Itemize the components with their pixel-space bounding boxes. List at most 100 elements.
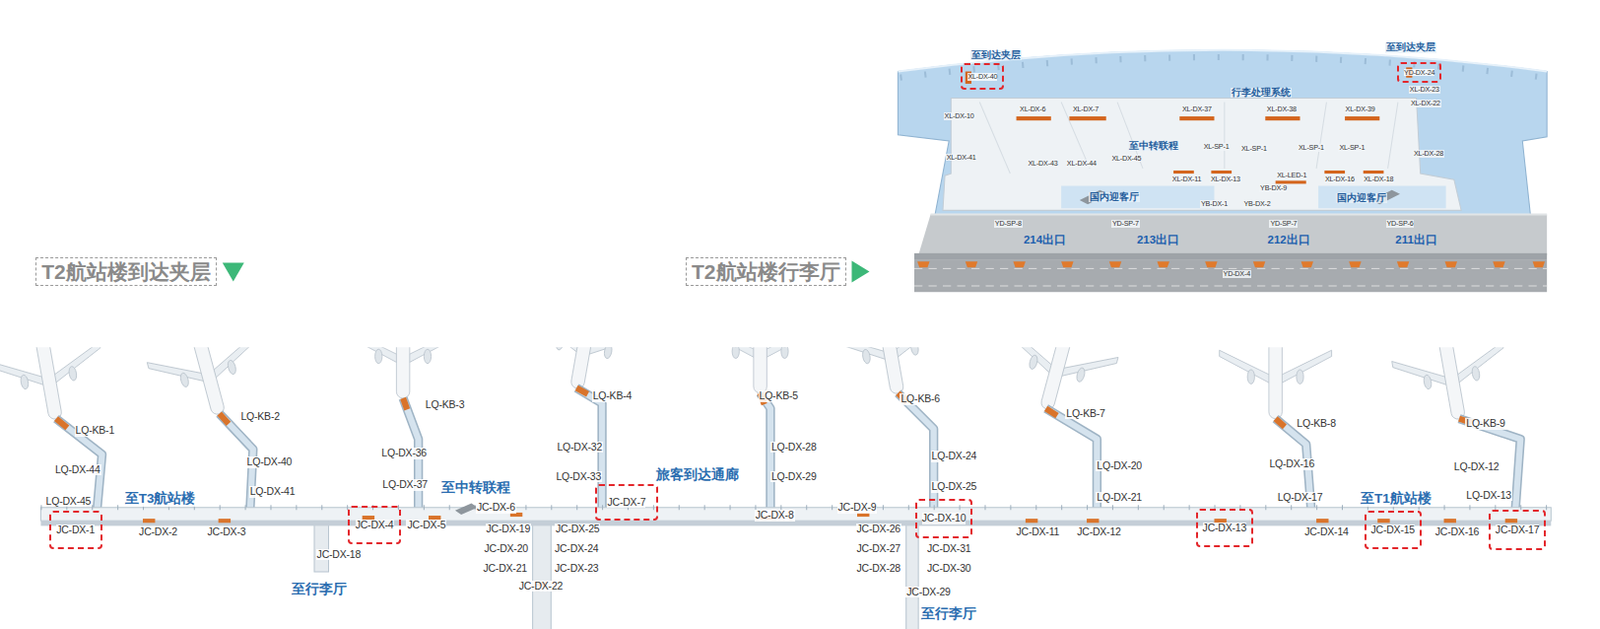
device-code: LQ-DX-33 [554, 470, 602, 483]
arrival-hall [1318, 186, 1446, 209]
device-code: XL-DX-11 [1171, 175, 1202, 184]
device-code: LQ-DX-44 [54, 464, 102, 476]
device-code: JC-DX-16 [1434, 526, 1481, 538]
corridor-posts [40, 504, 1551, 510]
device-code: JC-DX-12 [1075, 526, 1123, 538]
corridor-branch [533, 518, 552, 629]
device-code: JC-DX-13 [1202, 522, 1248, 534]
area-label: 国内迎客厅 [1088, 192, 1140, 202]
curb-edge [931, 212, 1548, 215]
area-label: 至T3航站楼 [123, 491, 199, 507]
device-code: JC-DX-6 [475, 501, 517, 514]
road-lines [914, 267, 1547, 286]
exit-label: 213出口 [1136, 233, 1180, 247]
road-markers [917, 261, 1545, 267]
device-code: JC-DX-7 [606, 496, 646, 509]
device-code: LQ-DX-45 [45, 495, 93, 508]
device-code: JC-DX-20 [482, 542, 530, 555]
arrival-hall [1061, 186, 1214, 209]
device-code: JC-DX-3 [205, 526, 247, 538]
highlight-box: JC-DX-17 [1488, 509, 1547, 550]
device-code: JC-DX-21 [481, 562, 529, 575]
area-label: 至到达夹层 [970, 50, 1022, 61]
exit-label: 214出口 [1023, 233, 1067, 247]
terminal-roof [897, 50, 1547, 217]
device-code: XL-DX-40 [967, 72, 998, 81]
device-code: XL-DX-10 [943, 112, 976, 121]
device-code: JC-DX-19 [485, 523, 533, 535]
device-code: YD-SP-7 [1111, 219, 1140, 228]
device-code: XL-DX-16 [1324, 175, 1356, 184]
pointer-triangle [852, 261, 870, 283]
device-code: JC-DX-29 [905, 586, 952, 599]
jet-bridges [56, 388, 1521, 511]
highlight-box: JC-DX-4 [347, 505, 401, 544]
device-code: JC-DX-5 [405, 519, 447, 532]
device-code: LQ-DX-40 [246, 456, 294, 468]
floor-title-box: T2航站楼行李厅 [685, 257, 847, 286]
device-code: YB-DX-2 [1243, 200, 1272, 208]
device-code: LQ-KB-1 [74, 424, 116, 437]
device-code: JC-DX-14 [1303, 526, 1350, 538]
device-code: XL-SP-1 [1297, 143, 1326, 152]
curb-face [914, 253, 1547, 260]
corridor-branch [314, 518, 330, 572]
device-code: JC-DX-28 [856, 562, 903, 575]
device-code: LQ-DX-16 [1267, 458, 1316, 470]
device-code: LQ-DX-37 [381, 478, 429, 491]
area-label: 至行李厅 [289, 582, 349, 598]
device-code: XL-DX-23 [1408, 85, 1441, 94]
arrival-corridor [40, 503, 1551, 629]
device-code: JC-DX-24 [553, 542, 600, 555]
floor-lines [979, 102, 1399, 175]
device-code: YD-SP-6 [1386, 219, 1415, 228]
device-code: JC-DX-11 [1014, 526, 1061, 538]
device-code: XL-SP-1 [1337, 143, 1366, 152]
device-code: XL-DX-22 [1409, 99, 1442, 108]
highlight-box: JC-DX-10 [915, 498, 974, 537]
device-code: JC-DX-26 [856, 523, 903, 535]
device-code: JC-DX-10 [922, 512, 967, 525]
highlight-box: JC-DX-7 [595, 483, 659, 521]
device-code: XL-DX-44 [1066, 159, 1098, 168]
device-code: YB-DX-1 [1200, 200, 1229, 208]
device-code: LQ-DX-29 [770, 470, 818, 483]
highlight-box: JC-DX-13 [1196, 508, 1255, 547]
device-code: LQ-KB-3 [424, 399, 466, 411]
hall-floor [942, 97, 1462, 210]
device-code: LQ-DX-41 [249, 485, 297, 498]
device-code: JC-DX-8 [754, 509, 796, 522]
device-code: LQ-DX-32 [555, 441, 603, 454]
device-code: YD-SP-7 [1268, 219, 1298, 228]
device-code: LQ-DX-36 [380, 447, 428, 460]
device-code: YD-DX-24 [1403, 68, 1435, 77]
device-code: XL-DX-18 [1362, 175, 1395, 184]
exit-label: 211出口 [1395, 233, 1438, 247]
device-code: LQ-DX-24 [931, 450, 979, 463]
device-code: LQ-KB-8 [1295, 417, 1336, 430]
highlight-box: JC-DX-1 [49, 510, 103, 549]
escalator [455, 503, 478, 515]
device-code: YD-DX-4 [1222, 269, 1252, 278]
device-code: LQ-DX-25 [931, 480, 979, 493]
floor-title: T2航站楼到达夹层 [41, 260, 211, 283]
device-code: LQ-KB-7 [1065, 407, 1106, 420]
device-code: XL-DX-13 [1209, 175, 1242, 184]
highlight-box: XL-DX-40 [960, 63, 1004, 90]
device-code: JC-DX-18 [316, 548, 363, 561]
area-label: 行李处理系统 [1230, 87, 1292, 98]
device-code: JC-DX-15 [1371, 524, 1416, 536]
device-code: XL-SP-1 [1240, 144, 1268, 153]
device-code: YD-SP-8 [994, 219, 1023, 228]
device-code: JC-DX-17 [1495, 524, 1540, 536]
device-code: XL-DX-39 [1344, 105, 1377, 114]
device-code: XL-DX-28 [1412, 149, 1445, 158]
device-code: JC-DX-25 [554, 523, 601, 535]
device-code: XL-LED-1 [1275, 171, 1308, 180]
highlight-box: YD-DX-24 [1397, 62, 1442, 83]
device-code: LQ-DX-20 [1095, 460, 1143, 472]
device-code: JC-DX-23 [553, 562, 600, 575]
baggage-carousels [965, 66, 1421, 220]
floor-title: T2航站楼行李厅 [691, 260, 841, 283]
device-code: JC-DX-27 [856, 542, 903, 555]
